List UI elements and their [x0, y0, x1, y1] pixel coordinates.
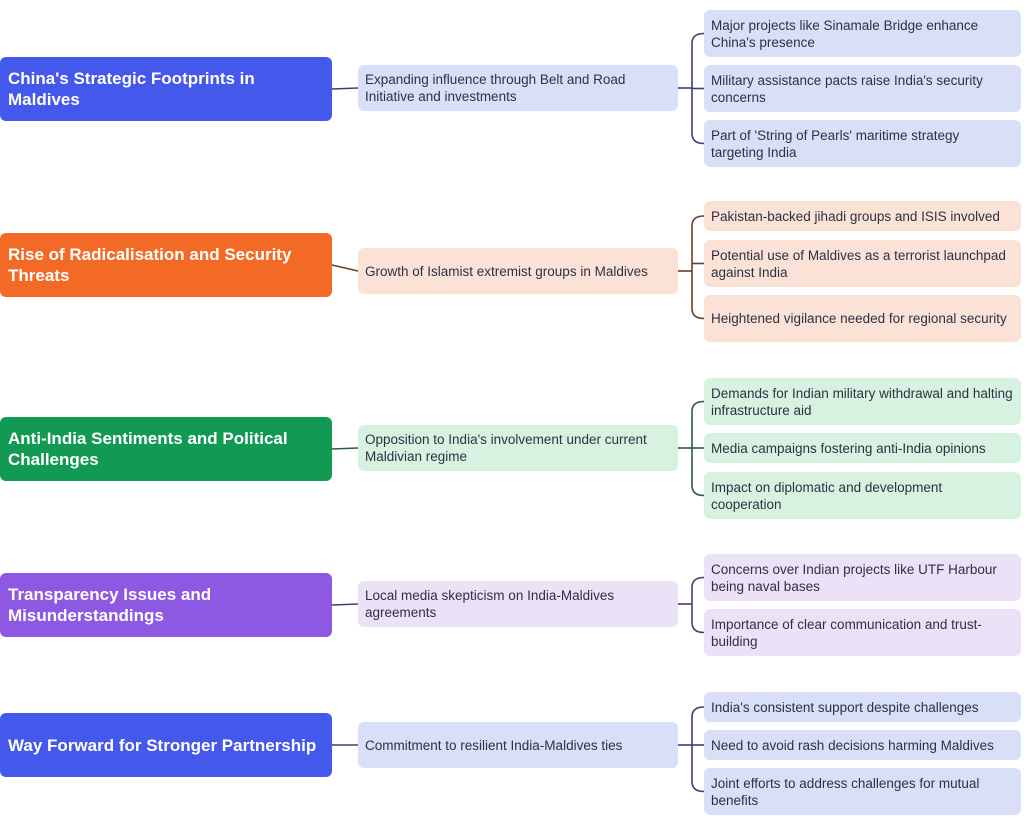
subtopic-node-3: Opposition to India's involvement under … — [358, 425, 678, 471]
topic-node-3: Anti-India Sentiments and Political Chal… — [0, 417, 332, 481]
connector-main-1 — [331, 87, 359, 90]
topic-node-2: Rise of Radicalisation and Security Thre… — [0, 233, 332, 297]
connector-bracket-5 — [691, 706, 705, 793]
subtopic-node-2: Growth of Islamist extremist groups in M… — [358, 248, 678, 294]
subtopic-node-5: Commitment to resilient India-Maldives t… — [358, 722, 678, 768]
detail-node-3-3: Impact on diplomatic and development coo… — [704, 472, 1021, 519]
detail-node-2-2: Potential use of Maldives as a terrorist… — [704, 240, 1021, 287]
subtopic-node-4: Local media skepticism on India-Maldives… — [358, 581, 678, 627]
connector-main-3 — [331, 447, 359, 450]
connector-bracket-3 — [691, 400, 705, 497]
detail-node-3-2: Media campaigns fostering anti-India opi… — [704, 433, 1021, 463]
connector-bracket-1 — [691, 32, 705, 145]
detail-node-5-1: India's consistent support despite chall… — [704, 692, 1021, 722]
connector-bracket-4 — [691, 576, 705, 634]
detail-node-5-3: Joint efforts to address challenges for … — [704, 768, 1021, 815]
detail-node-2-3: Heightened vigilance needed for regional… — [704, 295, 1021, 342]
detail-node-3-1: Demands for Indian military withdrawal a… — [704, 378, 1021, 425]
detail-node-1-1: Major projects like Sinamale Bridge enha… — [704, 10, 1021, 57]
detail-node-4-1: Concerns over Indian projects like UTF H… — [704, 554, 1021, 601]
detail-node-2-1: Pakistan-backed jihadi groups and ISIS i… — [704, 201, 1021, 231]
connector-bracket-2 — [691, 215, 705, 320]
connector-main-2 — [331, 264, 359, 272]
detail-node-4-2: Importance of clear communication and tr… — [704, 609, 1021, 656]
detail-node-1-3: Part of 'String of Pearls' maritime stra… — [704, 120, 1021, 167]
connector-main-4 — [331, 603, 359, 606]
topic-node-4: Transparency Issues and Misunderstanding… — [0, 573, 332, 637]
topic-node-5: Way Forward for Stronger Partnership — [0, 713, 332, 777]
subtopic-node-1: Expanding influence through Belt and Roa… — [358, 65, 678, 111]
topic-node-1: China's Strategic Footprints in Maldives — [0, 57, 332, 121]
detail-node-5-2: Need to avoid rash decisions harming Mal… — [704, 730, 1021, 760]
detail-node-1-2: Military assistance pacts raise India's … — [704, 65, 1021, 112]
